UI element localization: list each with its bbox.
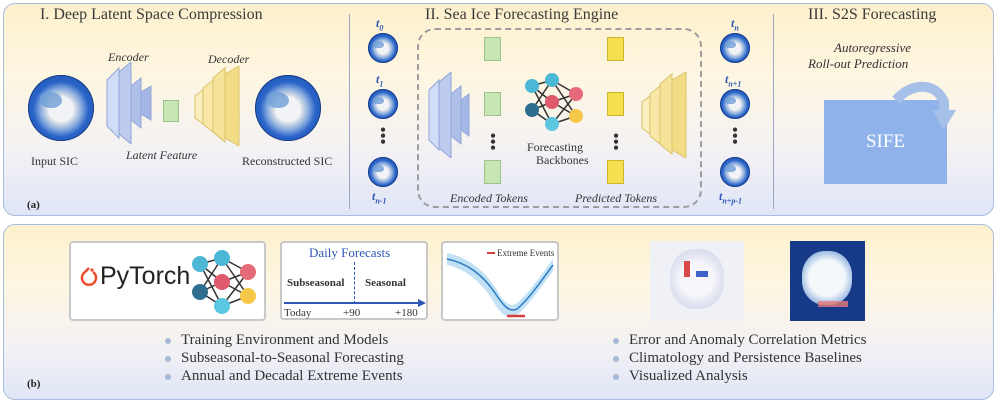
bullet-baselines: Climatology and Persistence Baselines bbox=[613, 349, 866, 367]
input-sic-label: Input SIC bbox=[31, 154, 79, 168]
pytorch-network-icon bbox=[192, 250, 256, 314]
t1-label: t1 bbox=[376, 72, 384, 89]
bullet-extreme-events: Annual and Decadal Extreme Events bbox=[165, 367, 404, 385]
latent-feature-label: Latent Feature bbox=[126, 148, 198, 162]
output-globe-tn1 bbox=[720, 89, 750, 119]
tn1-label: tn+1 bbox=[725, 72, 742, 89]
encoded-token-3 bbox=[484, 160, 501, 184]
encoded-tokens-label: Encoded Tokens bbox=[450, 191, 528, 205]
bullet-error-metrics: Error and Anomaly Correlation Metrics bbox=[613, 331, 866, 349]
seasonal-label: Seasonal bbox=[365, 277, 406, 289]
output-globe-tnp-1 bbox=[720, 157, 750, 187]
bullet-s2s-forecasting: Subseasonal-to-Seasonal Forecasting bbox=[165, 349, 404, 367]
engine-encoder-block bbox=[428, 72, 470, 158]
subseasonal-label: Subseasonal bbox=[287, 277, 345, 289]
forecasting-network-icon bbox=[525, 73, 583, 131]
tick-90: +90 bbox=[343, 307, 361, 319]
reconstructed-sic-globe bbox=[255, 75, 321, 141]
separator-2 bbox=[773, 14, 774, 209]
autoregressive-label: Autoregressive bbox=[834, 40, 912, 55]
visualized-map-image bbox=[790, 241, 865, 321]
section-3-title: III. S2S Forecasting bbox=[808, 6, 937, 23]
predicted-token-2 bbox=[607, 92, 624, 116]
predicted-tokens-label: Predicted Tokens bbox=[575, 191, 658, 205]
encoder-label: Encoder bbox=[108, 50, 149, 64]
panel-b-tag: (b) bbox=[27, 378, 41, 390]
input-dots: ••• bbox=[379, 120, 387, 152]
separator-1 bbox=[349, 14, 350, 209]
error-map-red-mark bbox=[684, 261, 690, 277]
encoded-token-dots: ••• bbox=[489, 126, 497, 158]
input-globe-t1 bbox=[368, 89, 398, 119]
tn-label: tn bbox=[731, 16, 739, 33]
input-globe-t0 bbox=[368, 33, 398, 63]
pytorch-logo-text: PyTorch bbox=[100, 262, 191, 290]
bullet-training-environment: Training Environment and Models bbox=[165, 331, 404, 349]
bullet-visualized-analysis: Visualized Analysis bbox=[613, 367, 866, 385]
rollout-label: Roll-out Prediction bbox=[808, 56, 909, 71]
visualized-map-red-mark bbox=[818, 301, 848, 307]
daily-forecasts-title: Daily Forecasts bbox=[309, 245, 391, 260]
sife-box: SIFE bbox=[824, 100, 947, 184]
left-bullet-list: Training Environment and Models Subseaso… bbox=[165, 331, 404, 385]
visualized-map-disc bbox=[802, 251, 852, 305]
forecast-divider bbox=[354, 262, 355, 304]
error-map-blue-mark bbox=[696, 271, 708, 277]
right-bullet-list: Error and Anomaly Correlation Metrics Cl… bbox=[613, 331, 866, 385]
t0-label: t0 bbox=[376, 16, 384, 33]
output-dots: ••• bbox=[731, 120, 739, 152]
backbone-label-2: Backbones bbox=[536, 153, 589, 167]
tick-180: +180 bbox=[395, 307, 418, 319]
engine-decoder-block bbox=[641, 72, 687, 158]
predicted-token-dots: ••• bbox=[612, 126, 620, 158]
pytorch-card bbox=[69, 241, 266, 321]
predicted-token-1 bbox=[607, 37, 624, 61]
error-map-image bbox=[650, 241, 744, 321]
encoded-token-1 bbox=[484, 37, 501, 61]
output-globe-tn bbox=[720, 33, 750, 63]
encoder-block bbox=[106, 62, 152, 144]
extreme-events-legend: Extreme Events bbox=[497, 248, 555, 258]
encoded-token-2 bbox=[484, 92, 501, 116]
input-globe-tn-1 bbox=[368, 157, 398, 187]
section-1-title: I. Deep Latent Space Compression bbox=[40, 6, 263, 23]
backbone-label-1: Forecasting bbox=[527, 140, 583, 154]
decoder-label: Decoder bbox=[208, 52, 250, 66]
input-sic-globe bbox=[28, 75, 94, 141]
reconstructed-sic-label: Reconstructed SIC bbox=[242, 154, 333, 168]
tnp-1-label: tn+p-1 bbox=[719, 189, 743, 206]
section-2-title: II. Sea Ice Forecasting Engine bbox=[425, 6, 619, 23]
tick-today: Today bbox=[284, 307, 312, 319]
pytorch-flame-icon bbox=[80, 267, 98, 286]
extreme-events-plot bbox=[446, 246, 555, 318]
decoder-block bbox=[194, 66, 240, 146]
panel-a-tag: (a) bbox=[27, 199, 40, 211]
latent-cube bbox=[163, 100, 179, 122]
predicted-token-3 bbox=[607, 160, 624, 184]
engine-dashed-box bbox=[417, 28, 702, 208]
rollout-arrow-icon bbox=[892, 81, 956, 130]
tn-1-label: tn-1 bbox=[372, 189, 387, 206]
timeline-arrow bbox=[284, 299, 426, 307]
error-map-disc bbox=[670, 249, 724, 309]
